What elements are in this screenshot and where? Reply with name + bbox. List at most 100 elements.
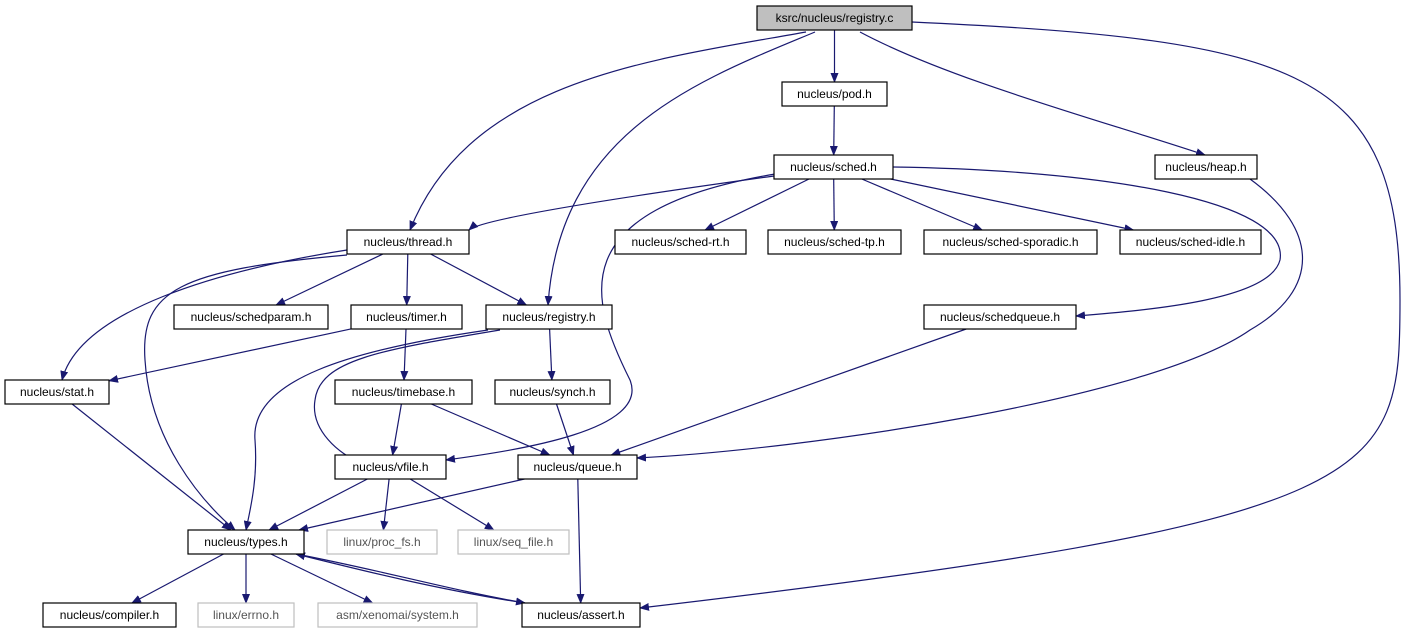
node-assert[interactable]: nucleus/assert.h [521, 602, 641, 628]
node-box [923, 229, 1098, 255]
node-timer[interactable]: nucleus/timer.h [350, 304, 463, 330]
edge-pod-to-sched [829, 105, 838, 156]
node-sched-rt[interactable]: nucleus/sched-rt.h [614, 229, 747, 255]
node-label: linux/errno.h [213, 608, 279, 622]
node-box [326, 529, 438, 555]
edge-sched-to-sched_sporadic [861, 178, 984, 231]
node-box [767, 229, 902, 255]
edge-heap-to-queue [636, 178, 1304, 462]
node-label: nucleus/stat.h [20, 385, 94, 399]
edge-sched-to-vfile [445, 173, 776, 463]
node-compiler[interactable]: nucleus/compiler.h [42, 602, 177, 628]
edge-sched-to-sched_rt [704, 178, 810, 231]
edge-thread-to-schedparam [275, 253, 384, 306]
node-thread[interactable]: nucleus/thread.h [346, 229, 470, 255]
node-label: nucleus/schedqueue.h [940, 310, 1060, 324]
edge-registry_c-to-thread [409, 31, 807, 231]
edge-vfile-to-proc_fs [380, 478, 390, 531]
node-label: nucleus/sched.h [790, 160, 877, 174]
edge-sched-to-sched_idle [890, 178, 1135, 233]
edge-vfile-to-seq_file [409, 478, 495, 531]
node-schedqueue[interactable]: nucleus/schedqueue.h [923, 304, 1077, 330]
node-label: nucleus/thread.h [364, 235, 453, 249]
node-box [317, 602, 478, 628]
node-box [197, 602, 295, 628]
node-registry-c[interactable]: ksrc/nucleus/registry.c [756, 5, 913, 31]
node-label: nucleus/types.h [204, 535, 287, 549]
edge-synch-to-queue [555, 403, 575, 456]
node-box [614, 229, 747, 255]
node-box [517, 454, 638, 480]
edge-timebase-to-vfile [390, 403, 402, 456]
node-box [334, 454, 447, 480]
node-pod[interactable]: nucleus/pod.h [781, 81, 888, 107]
node-box [42, 602, 177, 628]
edge-queue-to-types [298, 478, 525, 532]
node-types[interactable]: nucleus/types.h [187, 529, 305, 555]
node-sched-idle[interactable]: nucleus/sched-idle.h [1119, 229, 1262, 255]
node-box [457, 529, 570, 555]
node-label: nucleus/sched-rt.h [631, 235, 729, 249]
edge-timer-to-stat [108, 328, 352, 383]
node-synch[interactable]: nucleus/synch.h [494, 379, 611, 405]
node-sched-sporadic[interactable]: nucleus/sched-sporadic.h [923, 229, 1098, 255]
node-box [494, 379, 611, 405]
edge-types-to-xeno_system [270, 553, 374, 604]
edge-vfile-to-types [268, 478, 368, 531]
node-label: linux/proc_fs.h [343, 535, 420, 549]
node-box [1119, 229, 1262, 255]
node-box [187, 529, 305, 555]
node-seq-file: linux/seq_file.h [457, 529, 570, 555]
edge-sched-to-sched_tp [830, 178, 839, 231]
node-label: nucleus/sched-sporadic.h [942, 235, 1078, 249]
node-sched-tp[interactable]: nucleus/sched-tp.h [767, 229, 902, 255]
node-label: nucleus/registry.h [502, 310, 595, 324]
node-box [756, 5, 913, 31]
edge-types-to-compiler [131, 553, 224, 604]
edge-registry_h-to-types [243, 329, 489, 531]
node-queue[interactable]: nucleus/queue.h [517, 454, 638, 480]
node-schedparam[interactable]: nucleus/schedparam.h [173, 304, 329, 330]
edge-thread-to-stat [60, 249, 348, 381]
edge-sched-to-thread [468, 175, 775, 231]
edge-schedqueue-to-queue [610, 328, 967, 456]
edge-queue-to-assert [576, 478, 585, 604]
edge-stat-to-types [71, 403, 232, 531]
edge-registry_c-to-registry_h [544, 31, 816, 306]
edge-registry_h-to-synch [547, 328, 556, 381]
node-stat[interactable]: nucleus/stat.h [4, 379, 110, 405]
node-timebase[interactable]: nucleus/timebase.h [334, 379, 473, 405]
node-box [4, 379, 110, 405]
node-label: nucleus/pod.h [797, 87, 872, 101]
node-box [773, 154, 894, 180]
node-label: nucleus/compiler.h [60, 608, 159, 622]
node-registry-h[interactable]: nucleus/registry.h [485, 304, 613, 330]
node-label: nucleus/queue.h [533, 460, 621, 474]
node-vfile[interactable]: nucleus/vfile.h [334, 454, 447, 480]
node-sched[interactable]: nucleus/sched.h [773, 154, 894, 180]
node-label: nucleus/timer.h [366, 310, 447, 324]
node-box [1154, 154, 1258, 180]
edge-timer-to-timebase [400, 328, 409, 381]
node-box [923, 304, 1077, 330]
node-box [485, 304, 613, 330]
node-box [334, 379, 473, 405]
edge-sched-to-schedqueue [892, 166, 1281, 320]
node-label: nucleus/heap.h [1165, 160, 1246, 174]
edge-assert-to-types [295, 552, 526, 604]
node-proc-fs: linux/proc_fs.h [326, 529, 438, 555]
node-label: asm/xenomai/system.h [336, 608, 459, 622]
node-heap[interactable]: nucleus/heap.h [1154, 154, 1258, 180]
node-box [173, 304, 329, 330]
edges-layer [60, 21, 1401, 611]
node-label: nucleus/assert.h [537, 608, 624, 622]
node-label: nucleus/synch.h [509, 385, 595, 399]
node-label: nucleus/sched-tp.h [784, 235, 885, 249]
edge-thread-to-types [144, 254, 348, 531]
edge-thread-to-registry_h [430, 253, 528, 306]
edge-registry_h-to-vfile [313, 329, 501, 463]
edge-thread-to-timer [402, 253, 411, 306]
edge-registry_c-to-assert [639, 21, 1401, 611]
node-box [346, 229, 470, 255]
